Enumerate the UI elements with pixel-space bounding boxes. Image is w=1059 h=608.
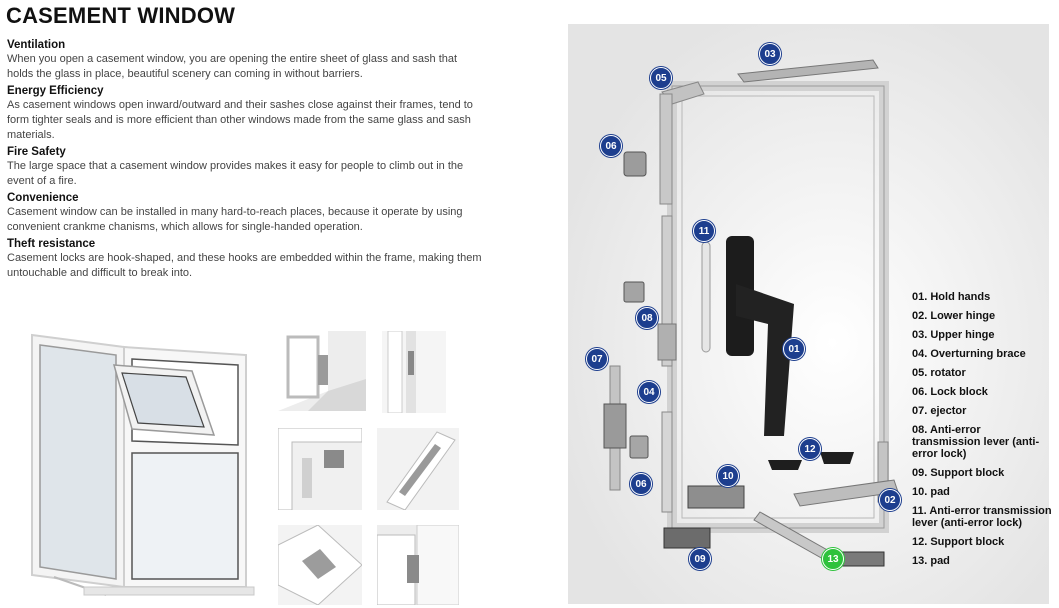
legend-item: 01. Hold hands bbox=[912, 291, 991, 303]
legend-item: 09. Support block bbox=[912, 467, 1005, 479]
marker-02: 02 bbox=[879, 489, 901, 511]
section-heading-fire: Fire Safety bbox=[7, 146, 66, 158]
marker-11: 11 bbox=[693, 220, 715, 242]
marker-05: 05 bbox=[650, 67, 672, 89]
page-title: CASEMENT WINDOW bbox=[6, 3, 236, 28]
section-heading-theft: Theft resistance bbox=[7, 238, 96, 250]
marker-01: 01 bbox=[783, 338, 805, 360]
section-body-fire: The large space that a casement window p… bbox=[7, 160, 464, 187]
marker-12: 12 bbox=[799, 438, 821, 460]
marker-09: 09 bbox=[689, 548, 711, 570]
marker-03: 03 bbox=[759, 43, 781, 65]
parts-legend: 01. Hold hands 02. Lower hinge 03. Upper… bbox=[912, 291, 1052, 574]
legend-item: 13. pad bbox=[912, 555, 950, 567]
detail-photo-1 bbox=[278, 331, 366, 411]
feature-list: Ventilation When you open a casement win… bbox=[7, 38, 483, 283]
legend-item: 07. ejector bbox=[912, 405, 967, 417]
section-body-ventilation: When you open a casement window, you are… bbox=[7, 53, 458, 80]
legend-item: 10. pad bbox=[912, 486, 950, 498]
detail-photo-3 bbox=[278, 428, 362, 510]
section-body-convenience: Casement window can be installed in many… bbox=[7, 206, 463, 233]
marker-06-bottom: 06 bbox=[630, 473, 652, 495]
section-heading-convenience: Convenience bbox=[7, 192, 79, 204]
legend-item: 05. rotator bbox=[912, 367, 966, 379]
marker-07: 07 bbox=[586, 348, 608, 370]
legend-item: 11. Anti-error transmission lever (anti-… bbox=[912, 505, 1052, 529]
detail-photo-6 bbox=[377, 525, 459, 605]
legend-item: 06. Lock block bbox=[912, 386, 988, 398]
casement-window-photo bbox=[14, 325, 260, 605]
legend-item: 02. Lower hinge bbox=[912, 310, 996, 322]
detail-photo-2 bbox=[382, 331, 446, 413]
marker-06-top: 06 bbox=[600, 135, 622, 157]
detail-photo-4 bbox=[377, 428, 459, 510]
section-heading-ventilation: Ventilation bbox=[7, 39, 66, 51]
legend-item: 04. Overturning brace bbox=[912, 348, 1026, 360]
marker-10: 10 bbox=[717, 465, 739, 487]
legend-item: 03. Upper hinge bbox=[912, 329, 995, 341]
section-body-theft: Casement locks are hook-shaped, and thes… bbox=[7, 252, 482, 279]
section-heading-energy: Energy Efficiency bbox=[7, 85, 104, 97]
legend-item: 12. Support block bbox=[912, 536, 1005, 548]
legend-item: 08. Anti-error transmission lever (anti-… bbox=[912, 424, 1040, 460]
section-body-energy: As casement windows open inward/outward … bbox=[7, 99, 473, 141]
detail-photo-5 bbox=[278, 525, 362, 605]
marker-04: 04 bbox=[638, 381, 660, 403]
marker-08: 08 bbox=[636, 307, 658, 329]
marker-13: 13 bbox=[822, 548, 844, 570]
